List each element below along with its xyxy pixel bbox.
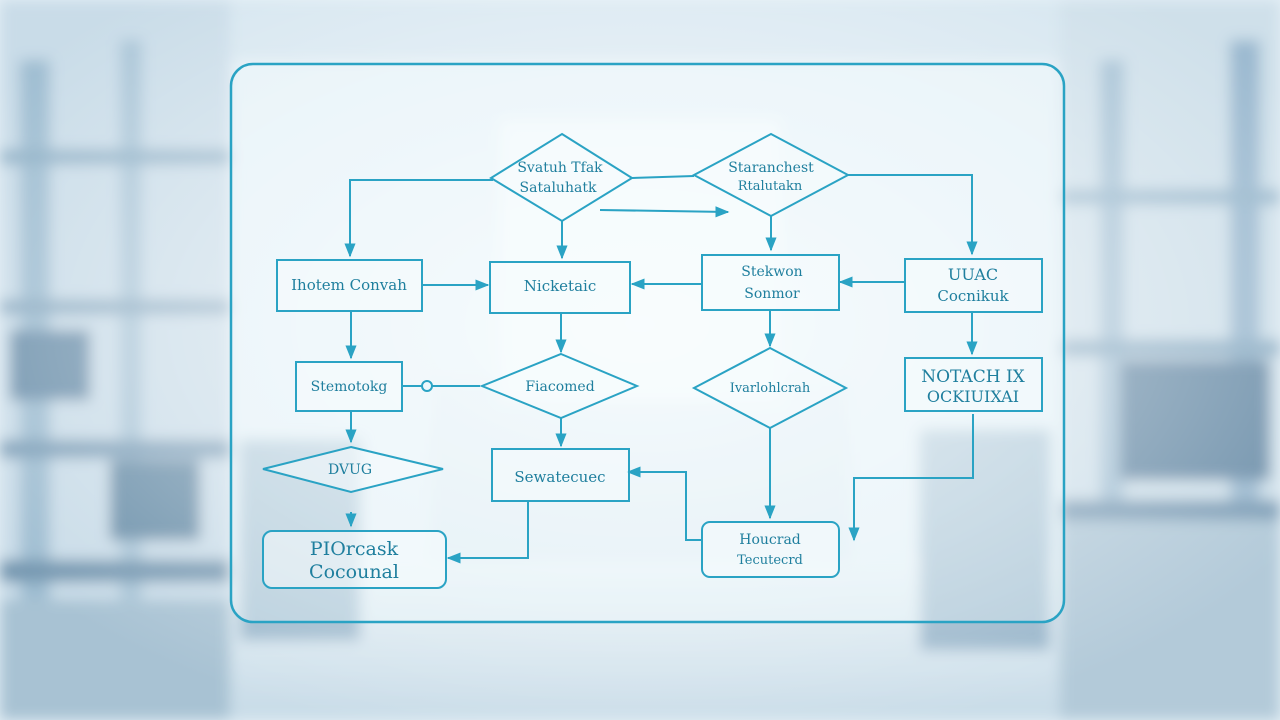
node-label: Fiacomed bbox=[525, 379, 594, 395]
connector bbox=[848, 174, 978, 256]
process-box bbox=[701, 521, 840, 578]
node-label: Cocnikuk bbox=[937, 287, 1009, 305]
decision-diamond bbox=[479, 352, 640, 420]
node-label: Sewatecuec bbox=[514, 468, 605, 486]
decision-diamond bbox=[262, 445, 444, 494]
node-label: Stemotokg bbox=[311, 379, 388, 395]
node-label: Svatuh Tfak bbox=[517, 160, 603, 176]
node-label: Staranchest bbox=[728, 160, 814, 176]
node-label: DVUG bbox=[328, 462, 372, 478]
process-box bbox=[489, 261, 631, 314]
node-label: Houcrad bbox=[739, 532, 801, 548]
connectors bbox=[344, 174, 978, 564]
node-label: NOTACH IX bbox=[921, 367, 1025, 387]
connector bbox=[631, 175, 695, 179]
process-box bbox=[262, 530, 447, 589]
connector bbox=[848, 414, 974, 542]
process-box bbox=[701, 254, 840, 311]
node-label: Sataluhatk bbox=[520, 180, 597, 196]
connector-dot bbox=[421, 380, 433, 392]
process-box bbox=[295, 361, 403, 412]
process-box bbox=[491, 448, 630, 502]
node-label: Sonmor bbox=[744, 286, 800, 302]
node-label: Cocounal bbox=[309, 561, 399, 583]
node-label: OCKIUIXAI bbox=[927, 387, 1019, 406]
process-box bbox=[276, 259, 423, 312]
node-label: Ihotem Convah bbox=[291, 276, 407, 294]
decision-diamond bbox=[489, 132, 634, 223]
node-label: PIOrcask bbox=[310, 538, 399, 560]
connector bbox=[599, 206, 730, 218]
process-box bbox=[904, 357, 1043, 412]
node-label: Tecutecrd bbox=[737, 553, 803, 568]
connector bbox=[446, 502, 529, 564]
connector bbox=[344, 179, 493, 258]
node-label: Ivarlohlcrah bbox=[730, 381, 811, 396]
decision-diamond bbox=[691, 132, 851, 218]
diagram-panel bbox=[229, 62, 1066, 624]
connector bbox=[626, 466, 702, 541]
process-box bbox=[904, 258, 1043, 313]
decision-diamond bbox=[691, 346, 849, 430]
node-label: UUAC bbox=[948, 265, 998, 284]
node-label: Stekwon bbox=[741, 264, 802, 280]
node-label: Rtalutakn bbox=[738, 179, 803, 194]
node-label: Nicketaic bbox=[524, 277, 596, 295]
